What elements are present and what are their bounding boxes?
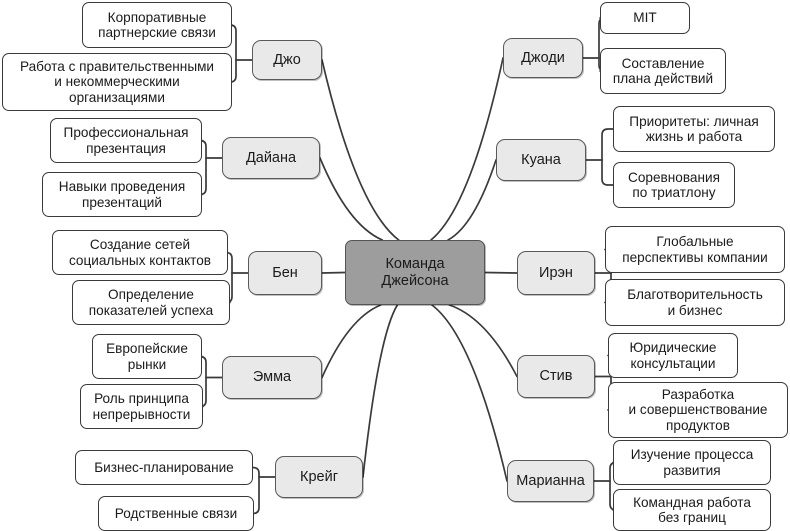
center-node[interactable]: Команда Джейсона [345,240,485,305]
person-node-joe[interactable]: Джо [252,40,322,80]
leaf-node-joe-0[interactable]: Корпоративные партнерские связи [82,2,232,48]
person-node-emma[interactable]: Эмма [222,356,322,399]
leaf-node-diana-1[interactable]: Навыки проведения презентаций [42,172,202,217]
leaf-node-kuana-0[interactable]: Приоритеты: личная жизнь и работа [613,106,775,152]
leaf-node-marianna-1[interactable]: Командная работа без границ [613,489,771,531]
person-node-craig[interactable]: Крейг [275,456,363,498]
leaf-node-joe-1[interactable]: Работа с правительственными и некоммерче… [2,53,232,111]
leaf-node-irene-0[interactable]: Глобальные перспективы компании [605,226,785,273]
person-node-ben[interactable]: Бен [248,251,322,295]
leaf-node-irene-1[interactable]: Благотворительность и бизнес [605,279,785,326]
leaf-node-jodie-1[interactable]: Составление плана действий [600,48,726,94]
person-node-irene[interactable]: Ирэн [517,251,595,295]
leaf-node-steve-1[interactable]: Разработка и совершенствование продуктов [608,382,788,438]
leaf-node-jodie-0[interactable]: MIT [600,2,690,34]
leaf-node-diana-0[interactable]: Профессиональная презентация [50,118,202,163]
leaf-node-ben-1[interactable]: Определение показателей успеха [72,280,230,325]
person-node-diana[interactable]: Дайана [222,137,320,179]
leaf-node-craig-1[interactable]: Родственные связи [98,496,254,531]
person-node-jodie[interactable]: Джоди [503,38,583,78]
leaf-node-kuana-1[interactable]: Соревнования по триатлону [613,162,735,208]
person-node-steve[interactable]: Стив [517,355,595,398]
leaf-node-craig-0[interactable]: Бизнес-планирование [75,450,253,485]
person-node-kuana[interactable]: Куана [496,139,586,181]
person-node-marianna[interactable]: Марианна [507,460,594,502]
leaf-node-marianna-0[interactable]: Изучение процесса развития [613,440,771,485]
leaf-node-steve-0[interactable]: Юридические консультации [608,333,738,378]
leaf-node-ben-0[interactable]: Создание сетей социальных контактов [52,230,228,275]
leaf-node-emma-0[interactable]: Европейские рынки [92,334,202,379]
leaf-node-emma-1[interactable]: Роль принципа непрерывности [80,384,203,429]
